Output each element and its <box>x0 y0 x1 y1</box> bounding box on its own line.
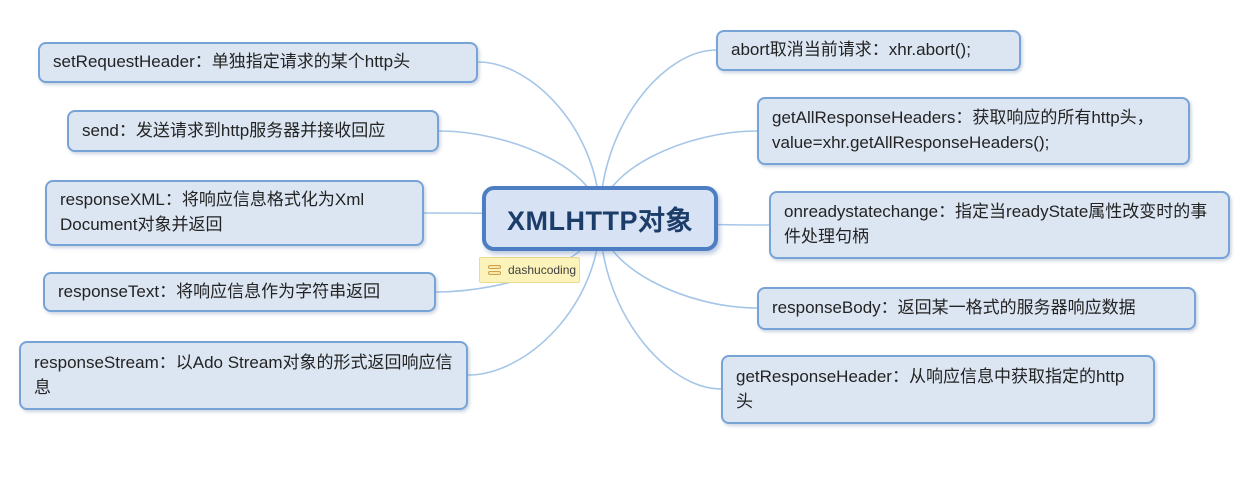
node-set-request-header[interactable]: setRequestHeader：单独指定请求的某个http头 <box>38 42 478 83</box>
node-response-text[interactable]: responseText：将响应信息作为字符串返回 <box>43 272 436 312</box>
connector-curve <box>599 217 722 390</box>
node-label: abort取消当前请求：xhr.abort(); <box>731 40 971 60</box>
node-label: responseXML：将响应信息格式化为Xml Document对象并返回 <box>60 190 365 234</box>
node-label: responseBody：返回某一格式的服务器响应数据 <box>772 298 1136 318</box>
notes-icon <box>488 265 501 275</box>
node-response-xml[interactable]: responseXML：将响应信息格式化为Xml Document对象并返回 <box>45 180 424 246</box>
node-label: responseText：将响应信息作为字符串返回 <box>58 281 381 301</box>
node-response-body[interactable]: responseBody：返回某一格式的服务器响应数据 <box>757 287 1196 330</box>
node-onreadystatechange[interactable]: onreadystatechange：指定当readyState属性改变时的事件… <box>769 191 1230 259</box>
node-label: setRequestHeader：单独指定请求的某个http头 <box>53 52 411 72</box>
node-get-all-response-headers[interactable]: getAllResponseHeaders：获取响应的所有http头，value… <box>757 97 1190 165</box>
node-label: getResponseHeader：从响应信息中获取指定的http头 <box>736 366 1125 411</box>
central-topic-xmlhttp[interactable]: XMLHTTP对象 <box>482 186 718 251</box>
node-label: responseStream：以Ado Stream对象的形式返回响应信息 <box>34 352 453 397</box>
node-abort[interactable]: abort取消当前请求：xhr.abort(); <box>716 30 1021 71</box>
central-topic-label: XMLHTTP对象 <box>507 206 693 236</box>
node-send[interactable]: send：发送请求到http服务器并接收回应 <box>67 110 439 152</box>
node-label: onreadystatechange：指定当readyState属性改变时的事件… <box>784 202 1208 246</box>
root-tag-label: dashucoding <box>508 263 577 277</box>
node-response-stream[interactable]: responseStream：以Ado Stream对象的形式返回响应信息 <box>19 341 468 410</box>
node-label: send：发送请求到http服务器并接收回应 <box>82 120 386 140</box>
connector-curve <box>599 49 717 219</box>
root-tag[interactable]: dashucoding <box>479 257 580 283</box>
node-get-response-header[interactable]: getResponseHeader：从响应信息中获取指定的http头 <box>721 355 1155 424</box>
node-label: getAllResponseHeaders：获取响应的所有http头，value… <box>772 108 1154 152</box>
